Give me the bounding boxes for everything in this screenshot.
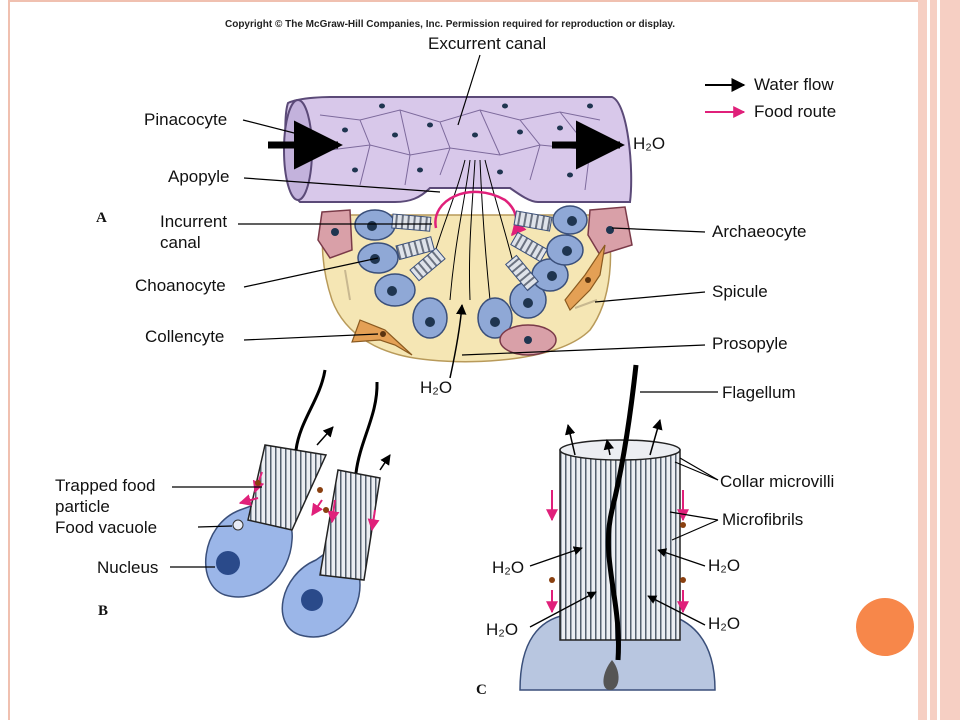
label-pinacocyte: Pinacocyte [144,110,228,129]
panel-a-illustration [268,96,633,379]
label-food-vacuole: Food vacuole [55,518,158,537]
label-nucleus: Nucleus [97,558,159,577]
label-spicule: Spicule [712,282,768,301]
slide-side-border [918,0,960,720]
label-archaeocyte: Archaeocyte [712,222,807,241]
label-microfibrils: Microfibrils [722,510,804,529]
label-incurrent-canal-line2: canal [160,233,201,252]
panel-label-c: C [476,682,487,698]
panel-c-leaders [640,391,719,541]
slide-frame-top [8,0,918,2]
label-water-left-lower: H₂O [486,620,519,639]
decorative-circle [856,598,914,656]
label-incurrent-canal-line1: Incurrent [160,212,228,231]
panel-c-illustration [519,364,716,691]
label-water-right-upper: H₂O [708,556,741,575]
label-excurrent-canal: Excurrent canal [428,34,547,53]
copyright-notice: Copyright © The McGraw-Hill Companies, I… [224,19,676,30]
label-choanocyte: Choanocyte [135,276,226,295]
label-prosopyle: Prosopyle [712,334,788,353]
panel-b-leaders [170,486,262,568]
label-trapped-food-line1: Trapped food [55,476,156,495]
panel-label-a: A [96,210,107,226]
label-collencyte: Collencyte [145,327,225,346]
label-water-out: H₂O [633,134,666,153]
legend-food-route: Food route [754,102,837,121]
label-water-left-upper: H₂O [492,558,525,577]
slide-frame-left [8,0,10,720]
panel-label-b: B [98,603,109,619]
label-apopyle: Apopyle [168,167,230,186]
legend [705,78,746,118]
label-trapped-food-line2: particle [55,497,110,516]
label-water-right-lower: H₂O [708,614,741,633]
label-water-in: H₂O [420,378,453,397]
label-flagellum: Flagellum [722,383,796,402]
label-collar-microvilli: Collar microvilli [720,472,835,491]
sponge-diagram [170,54,746,691]
legend-water-flow: Water flow [754,75,834,94]
panel-a-leaders [238,54,706,356]
panel-b-illustration [204,369,391,638]
